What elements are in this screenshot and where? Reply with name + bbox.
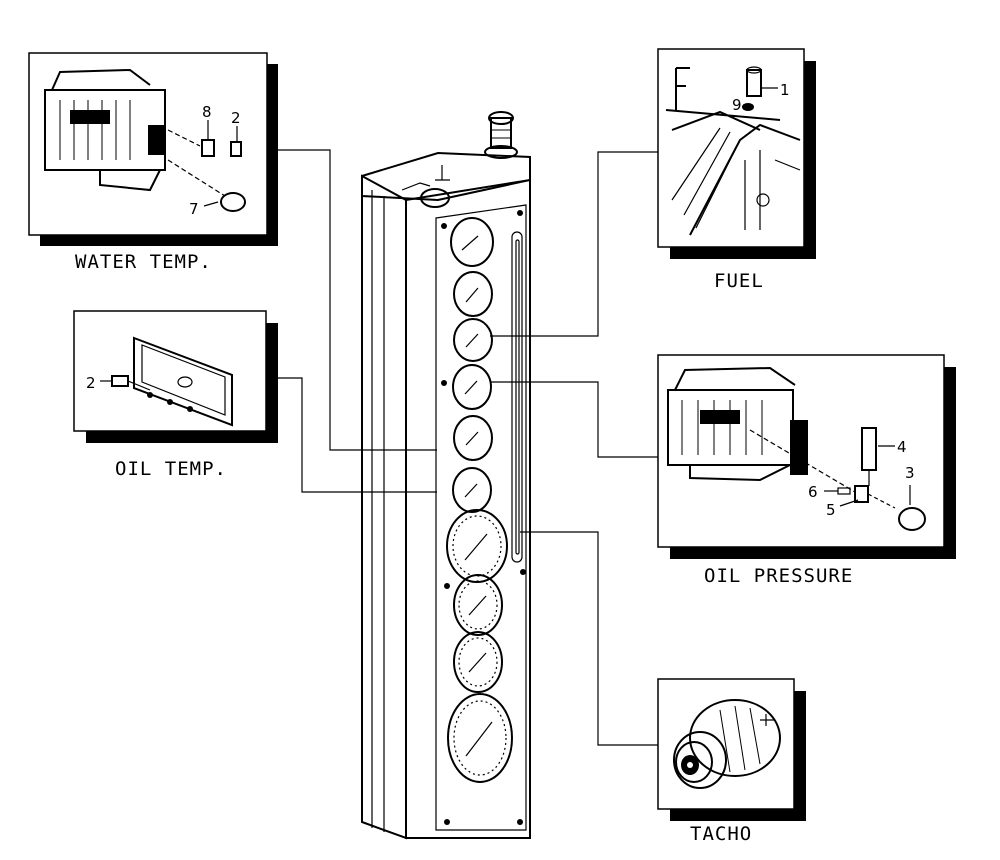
connector-fuel bbox=[490, 151, 658, 337]
engine-block-icon bbox=[44, 68, 166, 192]
oil-temp-box: 2 OIL TEMP. bbox=[73, 310, 278, 480]
sensor-icon bbox=[854, 485, 896, 509]
engine-block-icon bbox=[133, 336, 233, 427]
sensor-icon bbox=[230, 126, 242, 157]
connector-lines bbox=[275, 149, 658, 746]
gauge-icon bbox=[447, 693, 513, 783]
fuel-part-9: 9 bbox=[732, 96, 742, 114]
oil-temp-caption: OIL TEMP. bbox=[115, 458, 227, 480]
sensor-icon bbox=[898, 507, 926, 531]
gauge-icon bbox=[452, 364, 492, 410]
oil-temp-part-2: 2 bbox=[86, 374, 96, 392]
connector-oil-pressure bbox=[490, 381, 658, 458]
panel-front-face bbox=[405, 178, 531, 839]
gauge-icon bbox=[446, 509, 508, 583]
oil-pressure-part-3: 3 bbox=[905, 464, 915, 482]
washer-icon bbox=[742, 103, 754, 111]
water-temp-part-8: 8 bbox=[202, 103, 212, 121]
gauge-icon bbox=[452, 467, 492, 513]
alternator-icon bbox=[673, 699, 781, 789]
tacho-box: TACHO bbox=[657, 678, 806, 845]
connector-tacho bbox=[520, 531, 658, 746]
engine-block-icon bbox=[667, 366, 808, 482]
oil-pressure-caption: OIL PRESSURE bbox=[704, 565, 853, 587]
gauge-icon bbox=[453, 318, 493, 362]
water-temp-caption: WATER TEMP. bbox=[75, 251, 212, 273]
panel-bezel bbox=[435, 204, 527, 831]
gauge-icon bbox=[453, 415, 493, 461]
water-temp-box: 8 2 7 WATER TEMP. bbox=[28, 52, 278, 273]
fuel-caption: FUEL bbox=[714, 270, 764, 292]
water-temp-part-2: 2 bbox=[231, 109, 241, 127]
gauge-icon bbox=[453, 574, 503, 636]
tank-cap-icon bbox=[484, 111, 518, 159]
gauge-icon bbox=[450, 217, 494, 267]
oil-pressure-box: 4 3 6 5 OIL PRESSURE bbox=[657, 354, 956, 587]
oil-pressure-part-4: 4 bbox=[897, 438, 907, 456]
oil-pressure-part-5: 5 bbox=[826, 501, 836, 519]
sensor-icon bbox=[167, 120, 215, 157]
gauge-icon bbox=[453, 631, 503, 693]
sensor-icon bbox=[100, 375, 151, 391]
sensor-icon bbox=[167, 159, 246, 212]
oil-pressure-part-6: 6 bbox=[808, 483, 818, 501]
fuel-box: 9 1 FUEL bbox=[657, 48, 816, 292]
connector-water-temp bbox=[275, 149, 437, 451]
fuel-part-1: 1 bbox=[780, 81, 790, 99]
water-temp-part-7: 7 bbox=[189, 200, 199, 218]
panel-hole bbox=[420, 188, 450, 208]
tank-cap-icon bbox=[746, 66, 778, 97]
sensor-icon bbox=[861, 427, 877, 486]
instrument-panel bbox=[361, 111, 531, 840]
tacho-caption: TACHO bbox=[690, 823, 752, 845]
connector-oil-temp bbox=[275, 377, 437, 493]
panel-slot bbox=[511, 231, 523, 563]
gauge-icon bbox=[453, 271, 493, 317]
